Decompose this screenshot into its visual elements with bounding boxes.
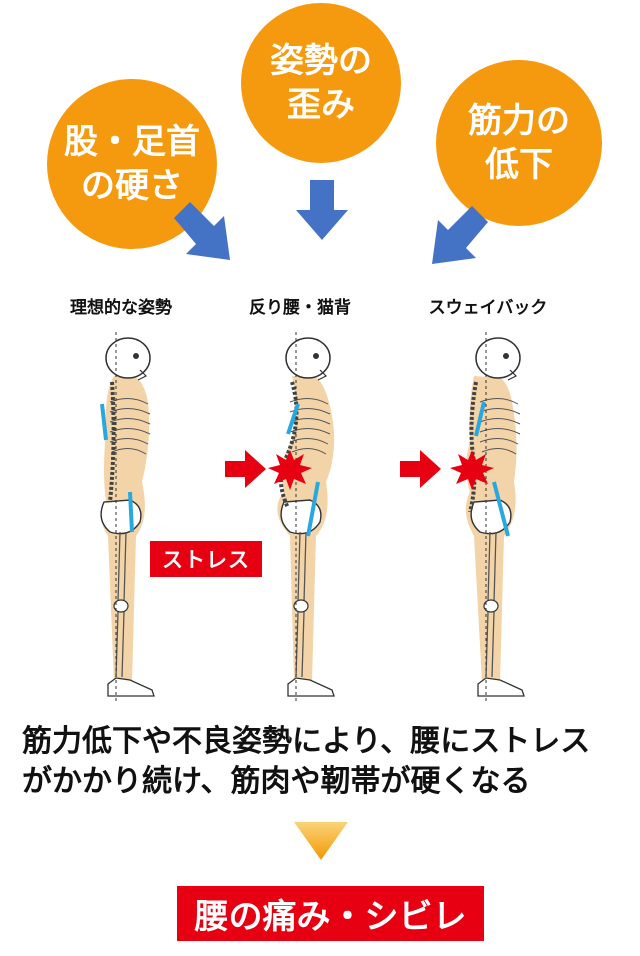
description-line-1: 筋力低下や不良姿勢により、腰にストレス	[22, 724, 591, 759]
stress-badge: ストレス	[150, 541, 262, 577]
description-text: 筋力低下や不良姿勢により、腰にストレス がかかり続け、筋肉や靭帯が硬くなる	[22, 722, 622, 802]
posture-label-ideal: 理想的な姿勢	[70, 298, 172, 318]
result-badge: 腰の痛み・シビレ	[177, 886, 484, 941]
arrow-down-icon	[296, 180, 348, 240]
cause-circle-joint-stiffness: 股・足首 の硬さ	[47, 79, 217, 249]
cause-circle-muscle-weakness: 筋力の 低下	[436, 60, 602, 226]
down-arrow-icon	[294, 822, 348, 860]
arrow-right-icon	[432, 206, 488, 264]
description-line-2: がかかり続け、筋肉や靭帯が硬くなる	[22, 764, 531, 799]
posture-label-swayback: スウェイバック	[428, 298, 548, 318]
cause-label-posture-distortion: 姿勢の 歪み	[270, 41, 372, 125]
pain-burst-2-icon	[450, 450, 494, 490]
posture-label-swayback-lordosis: 反り腰・猫背	[249, 298, 351, 318]
stress-arrow-2-icon	[400, 450, 441, 488]
posture-figures	[100, 332, 525, 702]
stress-arrow-1-icon	[225, 450, 266, 488]
cause-label-muscle-weakness: 筋力の 低下	[468, 101, 570, 185]
cause-label-joint-stiffness: 股・足首 の硬さ	[64, 122, 200, 206]
arrow-left-icon	[174, 202, 230, 260]
cause-circle-posture-distortion: 姿勢の 歪み	[241, 3, 401, 163]
pain-burst-1-icon	[268, 450, 312, 490]
